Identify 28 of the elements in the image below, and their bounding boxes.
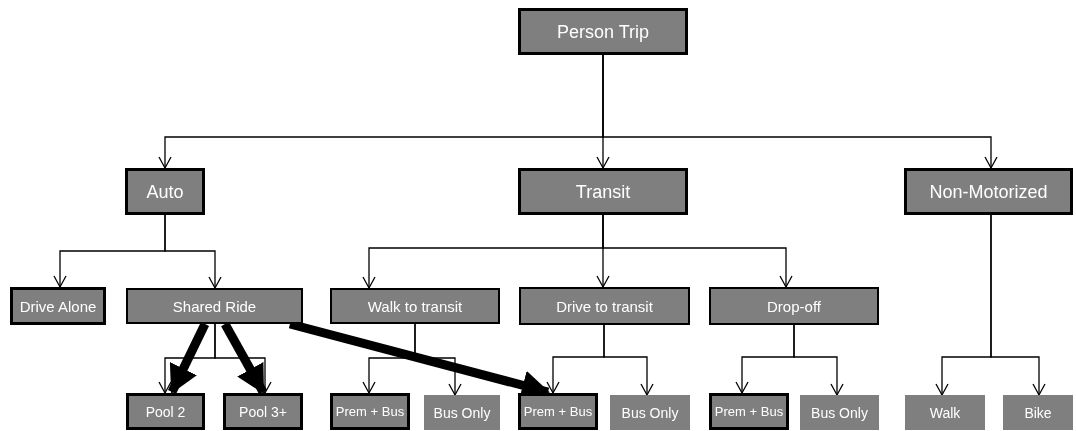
category-box: Non-Motorized [904, 168, 1073, 215]
arrow [602, 54, 998, 169]
category-box: Shared Ride [126, 288, 303, 324]
category-box: Walk to transit [330, 288, 500, 324]
category-box: Prem + Bus [330, 393, 410, 430]
arrow [164, 214, 222, 289]
category-box: Auto [125, 168, 205, 215]
category-box: Pool 2 [126, 393, 205, 430]
category-box: Bus Only [610, 395, 690, 430]
category-box: Drop-off [709, 287, 879, 325]
arrow [603, 324, 654, 396]
category-box: Pool 3+ [223, 393, 303, 430]
category-box: Drive to transit [519, 287, 690, 325]
category-box: Prem + Bus [518, 393, 598, 430]
category-box: Bike [1003, 395, 1073, 430]
arrow [414, 323, 462, 396]
category-box: Prem + Bus [709, 393, 789, 430]
arrow [167, 322, 210, 394]
category-box: Bus Only [424, 395, 500, 430]
arrow [214, 323, 272, 394]
category-box: Walk [905, 395, 985, 430]
category-box: Bus Only [800, 395, 879, 430]
arrow [990, 214, 1046, 396]
arrow [602, 214, 793, 288]
category-box: Transit [518, 168, 688, 215]
category-box: Drive Alone [10, 287, 106, 325]
category-box: Person Trip [518, 8, 688, 55]
arrow [793, 324, 844, 396]
